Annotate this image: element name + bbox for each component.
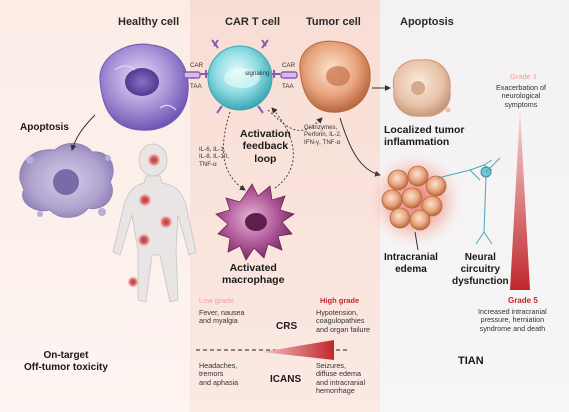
signaling-label: signaling <box>245 70 270 77</box>
inflammation-line: inflammation <box>384 136 450 149</box>
effector-arrow <box>267 109 323 131</box>
feedback-line: loop <box>254 152 277 165</box>
icans-low-line: tremors <box>199 369 224 379</box>
cytokine-line: IL-6, IL-1, <box>199 146 226 153</box>
apoptotic-healthy-cell-icon <box>19 143 114 218</box>
grade-1-line: Exacerbation of <box>496 83 546 92</box>
feedback-arrow <box>271 107 294 189</box>
inflammation-line: Localized tumor <box>384 124 465 136</box>
activated-macrophage-icon <box>215 183 295 261</box>
grade-5-line: Increased intracranial <box>478 307 547 316</box>
icans-label: ICANS <box>270 374 302 385</box>
grade-5-label: Grade 5 <box>508 296 538 305</box>
grade-5-line: syndrome and death <box>479 323 546 333</box>
grade-5-description: Increased intracranial pressure, herniat… <box>478 307 547 333</box>
grade-5-line: pressure, herniation <box>480 315 545 325</box>
taa-right-label: TAA <box>282 83 294 90</box>
localized-inflammation-label: Localized tumor inflammation <box>384 124 465 149</box>
feedback-line: feedback <box>242 140 289 153</box>
icans-low-line: and aphasia <box>199 377 239 387</box>
tumor-cluster-icon <box>381 165 447 231</box>
grade-1-label: Grade 1 <box>510 72 538 81</box>
feedback-arrow <box>222 111 246 191</box>
intracranial-edema-label: Intracranial edema <box>384 252 438 276</box>
grade-severity-wedge <box>510 110 530 290</box>
effector-line: IFN-γ, TNF-α <box>304 138 341 146</box>
crs-low-grade-symptoms: Fever, nausea and myalgia <box>199 308 245 326</box>
apoptosis-arrow <box>70 114 96 151</box>
icans-high-grade-symptoms: Seizures, diffuse edema and intracranial… <box>316 361 366 396</box>
taa-left-label: TAA <box>190 83 202 90</box>
inflammation-arrow <box>339 117 381 177</box>
toxicity-spot <box>147 153 161 167</box>
toxicity-spot <box>159 215 173 229</box>
car-right-label: CAR <box>282 62 296 69</box>
cytokine-line: TNF-α <box>199 160 217 168</box>
car-t-cell-icon <box>200 39 280 114</box>
low-grade-label: Low grade <box>199 296 235 305</box>
effector-molecule-list: Granzymes, Perforin, IL-2, IFN-γ, TNF-α <box>304 124 342 146</box>
icans-high-line: diffuse edema <box>316 369 362 379</box>
neural-line: circuitry <box>460 263 501 275</box>
toxicity-line: On-target <box>43 350 89 361</box>
child-body-icon <box>112 143 197 303</box>
feedback-line: Activation <box>240 128 291 140</box>
icans-high-line: Seizures, <box>316 361 346 370</box>
icans-low-grade-symptoms: Headaches, tremors and aphasia <box>199 361 239 387</box>
grade-1-line: symptoms <box>504 99 538 109</box>
healthy-cell-icon <box>99 43 189 131</box>
apoptosis-right-label: Apoptosis <box>400 16 454 28</box>
edema-line: edema <box>395 263 427 275</box>
grade-1-description: Exacerbation of neurological symptoms <box>496 83 546 109</box>
effector-line: Perforin, IL-2, <box>304 131 342 139</box>
activation-feedback-loop-label: Activation feedback loop <box>240 128 291 165</box>
crs-low-line: Fever, nausea <box>199 308 245 317</box>
healthy-cell-label: Healthy cell <box>118 16 180 28</box>
toxicity-spot <box>137 233 151 247</box>
macrophage-line: macrophage <box>222 274 285 287</box>
crs-high-grade-symptoms: Hypotension, coagulopathies and organ fa… <box>316 308 370 334</box>
grade-1-line: neurological <box>501 91 541 101</box>
severity-bar <box>262 340 334 360</box>
crs-high-line: Hypotension, <box>316 308 358 317</box>
apoptotic-tumor-cell-icon <box>392 59 451 117</box>
tian-label: TIAN <box>458 355 484 367</box>
car-taa-connector <box>183 71 298 79</box>
crs-high-line: coagulopathies <box>316 316 365 326</box>
neural-line: dysfunction <box>452 275 509 287</box>
crs-high-line: and organ failure <box>316 324 370 334</box>
toxicity-spot <box>127 276 139 288</box>
neural-line: Neural <box>464 252 496 263</box>
apoptosis-left-label: Apoptosis <box>20 122 69 133</box>
car-t-cell-label: CAR T cell <box>225 16 281 28</box>
cytokine-list: IL-6, IL-1, IL-8, IL-10, TNF-α <box>199 146 229 168</box>
crs-low-line: and myalgia <box>199 316 238 326</box>
toxicity-line: Off-tumor toxicity <box>24 361 108 373</box>
tumor-cell-icon <box>299 40 371 113</box>
tumor-cell-label: Tumor cell <box>306 16 361 28</box>
activated-macrophage-label: Activated macrophage <box>222 262 284 287</box>
neuron-icon <box>437 157 501 245</box>
edema-line: Intracranial <box>384 252 438 263</box>
icans-low-line: Headaches, <box>199 361 238 370</box>
on-target-toxicity-label: On-target Off-tumor toxicity <box>24 350 108 374</box>
cytokine-line: IL-8, IL-10, <box>199 153 229 161</box>
toxicity-spot <box>138 193 152 207</box>
high-grade-label: High grade <box>320 296 360 305</box>
edema-pointer <box>414 231 419 251</box>
effector-line: Granzymes, <box>304 124 338 131</box>
icans-high-line: and intracranial <box>316 377 366 387</box>
macrophage-line: Activated <box>229 262 277 274</box>
car-left-label: CAR <box>190 62 204 69</box>
crs-label: CRS <box>276 321 298 332</box>
neural-dysfunction-label: Neural circuitry dysfunction <box>452 252 509 287</box>
icans-high-line: hemorrhage <box>316 386 355 396</box>
